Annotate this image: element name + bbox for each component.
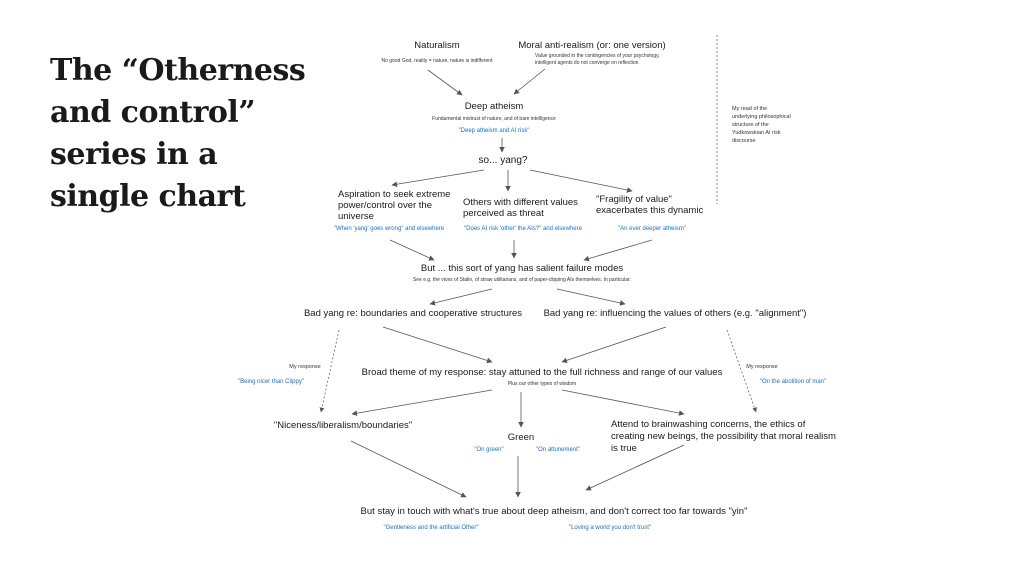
dotted-arrow-bad-yang-boundaries-to-niceness xyxy=(319,329,340,413)
my-response-right-label: My response xyxy=(746,364,778,370)
arrow-broad-theme-to-niceness xyxy=(351,389,493,416)
slide-title: The “Otherness and control” series in a … xyxy=(50,53,306,214)
arrow-broad-theme-to-attend xyxy=(561,389,685,416)
arrow-aspiration-to-failure xyxy=(389,239,435,261)
side-note: My read of the underlying philosophical … xyxy=(732,106,791,144)
stay-in-touch-link-loving[interactable]: "Loving a world you don't trust" xyxy=(568,525,652,531)
arrow-so-yang-to-fragility xyxy=(529,169,633,193)
broad-theme-label: Broad theme of my response: stay attuned… xyxy=(361,367,723,378)
others-threat-label: Others with different values perceived a… xyxy=(463,197,578,219)
green-link-on-green[interactable]: "On green" xyxy=(474,447,504,453)
moral-anti-realism-sub-1: Value grounded in the contingencies of y… xyxy=(535,53,660,59)
stay-in-touch-link-gentleness[interactable]: "Gentleness and the artificial Other" xyxy=(383,525,479,531)
arrow-fragility-to-failure xyxy=(583,239,653,262)
broad-theme-sub: Plus our other types of wisdom xyxy=(507,381,577,387)
dotted-arrow-bad-yang-values-to-attend xyxy=(726,329,757,413)
arrow-bad-yang-boundaries-to-broad-theme xyxy=(382,326,493,364)
aspiration-label: Aspiration to seek extreme power/control… xyxy=(338,189,451,222)
aspiration-link[interactable]: "When 'yang' goes wrong" and elsewhere xyxy=(333,226,445,232)
my-response-right-link[interactable]: "On the abolition of man" xyxy=(759,379,827,385)
my-response-left-label: My response xyxy=(289,364,321,370)
arrow-attend-to-stay xyxy=(585,444,685,491)
moral-anti-realism-sub-2: intelligent agents do not converge on re… xyxy=(535,60,639,66)
others-threat-link[interactable]: "Does AI risk 'other' the AIs?" and else… xyxy=(464,226,582,232)
arrow-failure-to-bad-yang-boundaries xyxy=(429,288,493,306)
deep-atheism-label: Deep atheism xyxy=(464,101,524,112)
my-response-left-link[interactable]: "Being nicer than Clippy" xyxy=(238,379,304,385)
bad-yang-values-label: Bad yang re: influencing the values of o… xyxy=(543,308,807,319)
arrow-naturalism-to-deep-atheism xyxy=(427,69,463,96)
naturalism-label: Naturalism xyxy=(414,40,460,51)
attend-label: Attend to brainwashing concerns, the eth… xyxy=(611,419,836,454)
arrow-anti-realism-to-deep-atheism xyxy=(513,68,546,95)
naturalism-sub: No good God, reality = nature, nature is… xyxy=(381,58,493,64)
green-link-on-attunement[interactable]: "On attunement" xyxy=(536,447,580,453)
arrow-failure-to-bad-yang-values xyxy=(556,288,626,306)
deep-atheism-link[interactable]: "Deep atheism and AI risk" xyxy=(458,128,530,134)
moral-anti-realism-label: Moral anti-realism (or: one version) xyxy=(518,40,666,51)
so-yang-label: so... yang? xyxy=(478,155,528,166)
arrow-niceness-to-stay xyxy=(350,440,467,498)
fragility-link[interactable]: "An ever deeper atheism" xyxy=(618,226,686,232)
arrow-bad-yang-values-to-broad-theme xyxy=(561,326,667,364)
green-label: Green xyxy=(507,432,535,443)
niceness-label: "Niceness/liberalism/boundaries" xyxy=(273,420,413,431)
failure-modes-sub: See e.g. the vices of Stalin, of straw u… xyxy=(412,277,632,283)
fragility-label: "Fragility of value" exacerbates this dy… xyxy=(596,194,704,216)
failure-modes-label: But ... this sort of yang has salient fa… xyxy=(420,263,624,274)
deep-atheism-sub: Fundamental mistrust of nature, and of b… xyxy=(432,116,556,122)
stay-in-touch-label: But stay in touch with what's true about… xyxy=(360,506,748,517)
arrow-so-yang-to-aspiration xyxy=(391,169,485,187)
bad-yang-boundaries-label: Bad yang re: boundaries and cooperative … xyxy=(303,308,523,319)
